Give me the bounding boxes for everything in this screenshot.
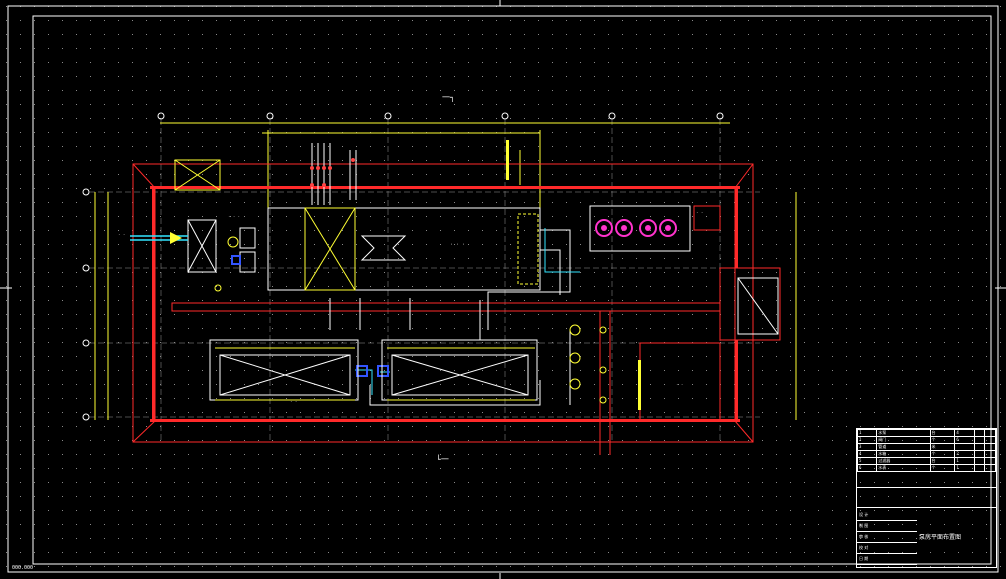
- parts-cell: 1: [856, 429, 878, 437]
- side-valves: [569, 324, 607, 404]
- ladder-yellow: [506, 140, 641, 410]
- upper-tank-label: · · ·: [450, 242, 465, 248]
- sign-row: 设 计: [857, 510, 917, 521]
- parts-cell: 6: [856, 464, 878, 472]
- wall-hatch-bars: [150, 186, 740, 422]
- parts-cell: 3: [856, 443, 878, 451]
- parts-cell: [984, 457, 996, 465]
- parts-cell: 水箱: [876, 450, 931, 458]
- parts-cell: [954, 443, 975, 451]
- blue-fittings: [231, 255, 389, 377]
- svg-text:· ·: · ·: [696, 210, 703, 215]
- inlet-arrow: [170, 232, 182, 244]
- riser-valves: [310, 158, 355, 187]
- parts-cell: 6: [954, 436, 975, 444]
- riser-pipes: [311, 143, 357, 205]
- svg-text:· ·: · ·: [676, 382, 683, 387]
- parts-cell: [984, 436, 996, 444]
- sign-row: 制 图: [857, 521, 917, 532]
- parts-cell: [973, 436, 986, 444]
- dimension-lines: [94, 122, 797, 420]
- parts-cell: 水泵: [876, 429, 931, 437]
- parts-cell: 4: [856, 450, 878, 458]
- parts-cell: [973, 429, 986, 437]
- corner-tag: 000.000: [12, 565, 33, 571]
- parts-cell: 台: [929, 457, 956, 465]
- parts-cell: [973, 443, 986, 451]
- sign-row: 校 对: [857, 543, 917, 554]
- parts-cell: 个: [929, 464, 956, 472]
- title-divider: [857, 487, 996, 488]
- parts-cell: 4: [954, 429, 975, 437]
- pump-group: [589, 205, 721, 252]
- sheet-frame: [7, 5, 999, 573]
- parts-cell: 水表: [876, 464, 931, 472]
- annotation-ticks: · · · · · · · · · · ·: [118, 210, 703, 404]
- parts-cell: 米: [929, 443, 956, 451]
- tank-top-left: [174, 159, 221, 191]
- parts-cell: 5: [856, 457, 878, 465]
- parts-cell: [973, 464, 986, 472]
- parts-cell: 个: [929, 436, 956, 444]
- parts-cell: 1: [954, 457, 975, 465]
- parts-cell: 个: [929, 450, 956, 458]
- svg-text:· ·: · ·: [118, 232, 125, 237]
- section-mark-bottom: └一: [436, 454, 449, 464]
- parts-cell: [973, 450, 986, 458]
- drawing-title: 泵房平面布置图: [919, 534, 962, 541]
- sign-row: 日 期: [857, 554, 917, 565]
- inlet-pipe: [130, 235, 188, 241]
- parts-cell: [984, 443, 996, 451]
- svg-text:· ·: · ·: [290, 399, 297, 404]
- parts-cell: 台: [929, 429, 956, 437]
- sign-area: 设 计制 图审 核校 对日 期 泵房平面布置图: [857, 507, 996, 568]
- sign-row: 审 核: [857, 532, 917, 543]
- parts-cell: 阀门: [876, 436, 931, 444]
- parts-cell: 过滤器: [876, 457, 931, 465]
- door-right: [737, 277, 779, 335]
- parts-cell: 2: [954, 450, 975, 458]
- parts-cell: 2: [856, 436, 878, 444]
- parts-cell: 管道: [876, 443, 931, 451]
- main-pipes: [329, 229, 571, 406]
- upper-tank: [267, 207, 541, 291]
- tank-dim-yellow: [215, 347, 535, 401]
- section-mark-top: 一┐: [442, 93, 455, 103]
- parts-cell: 1: [954, 464, 975, 472]
- parts-cell: [984, 450, 996, 458]
- svg-text:· · ·: · · ·: [228, 214, 240, 219]
- lower-tank-right: [381, 339, 538, 401]
- parts-cell: [984, 429, 996, 437]
- parts-cell: [973, 457, 986, 465]
- parts-cell: [984, 464, 996, 472]
